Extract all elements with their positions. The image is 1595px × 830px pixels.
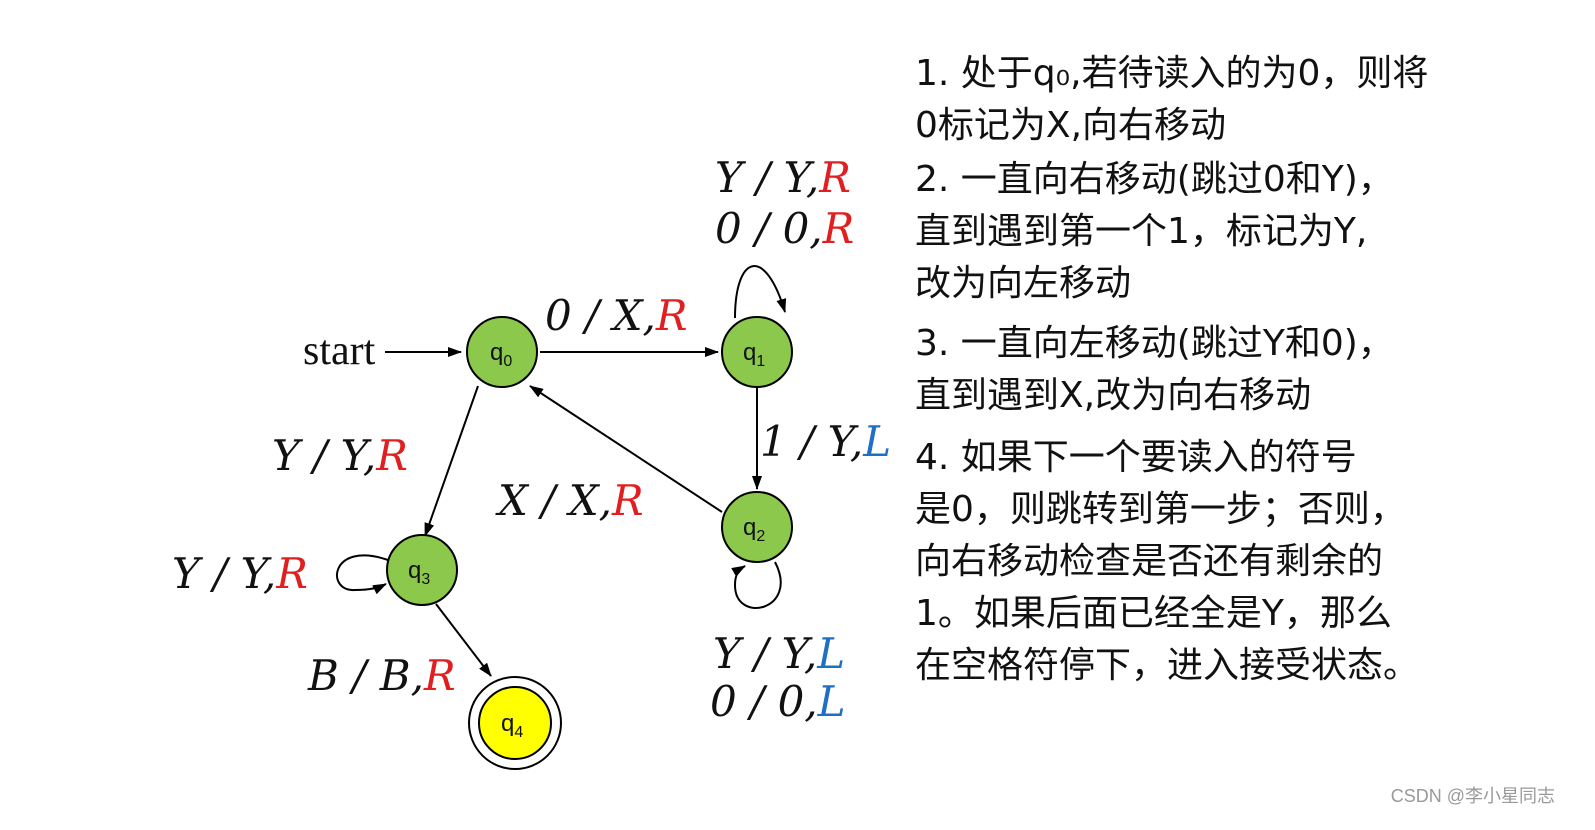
state-q0-label: q [490, 339, 503, 366]
label-q3-loop-move: R [275, 549, 308, 598]
label-q2-loop-b-move: L [817, 677, 846, 726]
svg-text:q0: q0 [490, 339, 512, 370]
state-q1-sub: 1 [756, 353, 765, 370]
state-q3-sub: 3 [421, 571, 430, 588]
start-label: start [303, 328, 376, 374]
label-q2-loop-a-move: L [816, 629, 845, 678]
label-q0-q3-move: R [375, 431, 408, 480]
svg-text:Y / Y,R: Y / Y,R [272, 431, 408, 480]
step-3: 3. 一直向左移动(跳过Y和0)， 直到遇到X,改为向右移动 [915, 323, 1394, 416]
label-q3-q4-move: R [423, 651, 456, 700]
state-q2: q2 [721, 491, 793, 563]
svg-text:1 / Y,L: 1 / Y,L [760, 417, 891, 466]
svg-text:q3: q3 [408, 557, 430, 588]
state-q2-label: q [743, 514, 756, 541]
step-4: 4. 如果下一个要读入的符号 是0，则跳转到第一步；否则， 向右移动检查是否还有… [915, 437, 1420, 686]
label-q2-loop-b-read: 0 / 0, [710, 677, 818, 726]
label-q1-q2-move: L [862, 417, 891, 466]
label-q1-loop-a-move: R [818, 153, 851, 202]
state-q0-circle [466, 316, 538, 388]
svg-text:Y / Y,R: Y / Y,R [715, 153, 851, 202]
loop-q2 [731, 561, 782, 609]
state-q4: q4 [468, 676, 562, 770]
svg-text:0 / X,R: 0 / X,R [545, 291, 687, 340]
state-q2-circle [721, 491, 793, 563]
label-q0-q1-read: 0 / X, [545, 291, 656, 340]
state-q0-sub: 0 [503, 353, 512, 370]
label-q3-q4-read: B / B, [307, 651, 424, 700]
edge-q2-q0 [529, 385, 723, 513]
loop-q1 [734, 265, 787, 319]
label-q1-loop-a-read: Y / Y, [715, 153, 819, 202]
state-q1-label: q [743, 339, 756, 366]
state-q3-circle [386, 534, 458, 606]
label-q2-q0-read: X / X, [495, 476, 612, 525]
svg-text:0 / 0,L: 0 / 0,L [710, 677, 846, 726]
label-q1-loop-b-read: 0 / 0, [715, 204, 823, 253]
state-q2-sub: 2 [756, 528, 765, 545]
state-q4-sub: 4 [514, 724, 523, 741]
state-q3: q3 [386, 534, 458, 606]
label-q2-q0-move: R [611, 476, 644, 525]
state-q4-label: q [501, 710, 514, 737]
svg-text:X / X,R: X / X,R [495, 476, 644, 525]
state-q1: q1 [721, 316, 793, 388]
svg-text:Y / Y,R: Y / Y,R [172, 549, 308, 598]
label-q0-q3-read: Y / Y, [272, 431, 376, 480]
edge-q3-q4 [435, 603, 492, 677]
label-q1-loop-b-move: R [822, 204, 855, 253]
step-2: 2. 一直向右移动(跳过0和Y)， 直到遇到第一个1，标记为Y, 改为向左移动 [915, 159, 1394, 304]
state-q4-outer-ring [468, 676, 562, 770]
svg-text:Y / Y,L: Y / Y,L [713, 629, 845, 678]
label-q0-q1-move: R [655, 291, 688, 340]
label-q1-q2-read: 1 / Y, [760, 417, 863, 466]
step-1: 1. 处于q₀,若待读入的为0，则将 0标记为X,向右移动 [915, 53, 1429, 146]
label-q2-loop-a-read: Y / Y, [713, 629, 817, 678]
svg-text:0 / 0,R: 0 / 0,R [715, 204, 854, 253]
state-q0: q0 [466, 316, 538, 388]
loop-q3 [336, 554, 389, 595]
svg-text:q1: q1 [743, 339, 765, 370]
state-q4-circle [478, 686, 552, 760]
state-q3-label: q [408, 557, 421, 584]
svg-text:q4: q4 [501, 710, 523, 741]
watermark: CSDN @李小星同志 [1390, 786, 1555, 806]
label-q3-loop-read: Y / Y, [172, 549, 276, 598]
svg-text:B / B,R: B / B,R [307, 651, 456, 700]
svg-text:q2: q2 [743, 514, 765, 545]
edge-q0-q3 [424, 385, 479, 537]
state-q1-circle [721, 316, 793, 388]
